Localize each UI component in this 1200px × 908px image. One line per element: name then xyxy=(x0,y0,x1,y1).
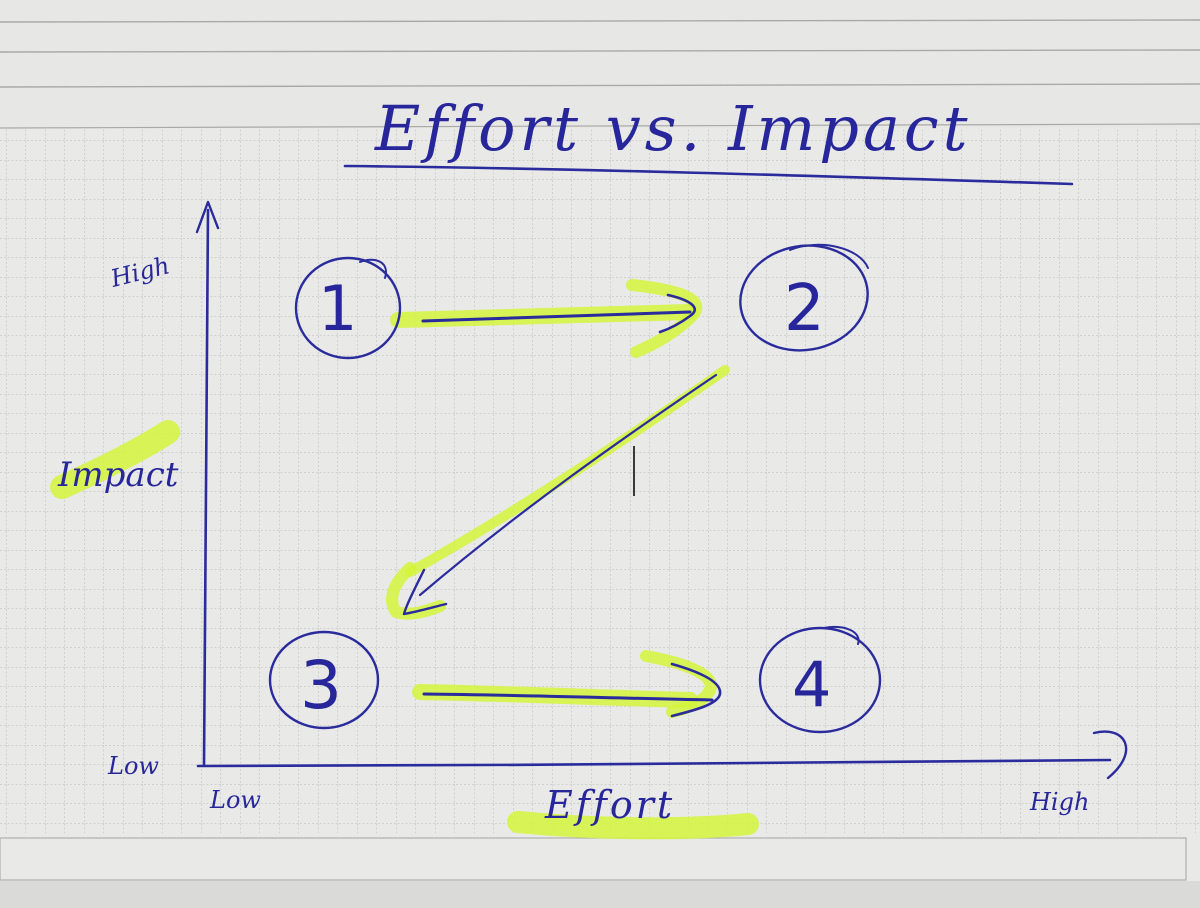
header-rule xyxy=(0,83,1200,88)
node-3: 3 xyxy=(268,630,380,730)
y-axis-low-label: Low xyxy=(107,752,159,780)
footer-strip xyxy=(0,881,1200,908)
edge-1-2-arrow-highlight xyxy=(626,279,703,358)
node-1-label: 1 xyxy=(318,272,357,345)
node-4-label: 4 xyxy=(792,648,831,721)
header-rule xyxy=(0,19,1200,23)
x-axis-line xyxy=(196,758,1112,768)
node-1: 1 xyxy=(294,256,402,360)
grid-area xyxy=(0,128,1200,833)
edge-1-2-arrowhead xyxy=(658,293,696,334)
edge-3-4-arrow-highlight xyxy=(640,650,717,718)
x-axis-arrowhead xyxy=(1092,730,1128,780)
footer-box xyxy=(0,837,1187,881)
edge-2-3-arrow-highlight xyxy=(386,562,446,620)
y-axis-label-highlight xyxy=(50,420,180,499)
title-underline xyxy=(343,164,1074,186)
node-2: 2 xyxy=(739,243,869,352)
edge-2-3 xyxy=(418,373,718,597)
y-axis-label: Impact xyxy=(57,455,179,495)
edge-1-2 xyxy=(421,310,692,323)
edge-3-4-arrowhead xyxy=(670,662,722,718)
edge-2-3-highlight xyxy=(405,365,730,577)
edge-2-3-arrowhead xyxy=(402,568,448,616)
grid-top-border xyxy=(0,123,1200,129)
title: Effort vs. Impact xyxy=(374,92,972,165)
x-axis-label: Effort xyxy=(544,783,675,827)
x-axis-high-label: High xyxy=(1029,788,1089,816)
y-axis-line xyxy=(202,208,210,767)
y-axis-arrowhead xyxy=(195,200,220,234)
node-3-label: 3 xyxy=(300,647,342,724)
edge-3-4 xyxy=(422,692,714,702)
x-axis-low-label: Low xyxy=(209,786,261,814)
node-2-label: 2 xyxy=(784,272,825,346)
header-rule xyxy=(0,49,1200,53)
node-4: 4 xyxy=(758,626,882,734)
x-axis-label-highlight xyxy=(507,811,759,840)
